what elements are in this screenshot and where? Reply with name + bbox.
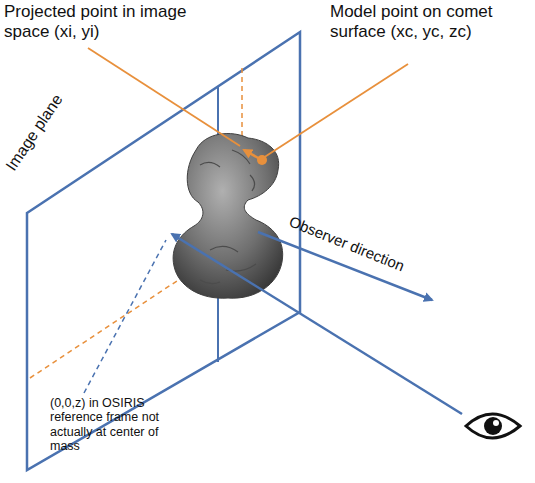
direction-label: Observer direction [287, 213, 407, 275]
note-label: (0,0,z) in OSIRIS reference frame not ac… [50, 396, 178, 454]
model-leader [263, 64, 408, 158]
model-point [257, 155, 267, 165]
comet-model [173, 134, 283, 299]
view-line [172, 234, 462, 414]
origin-leader [84, 240, 166, 393]
eye-icon [466, 414, 520, 438]
callout-label: Projected point in image space (xi, yi) [4, 2, 204, 41]
projected-leader [88, 48, 240, 146]
image-plane [27, 32, 300, 470]
callout-label: Model point on comet surface (xc, yc, zc… [330, 2, 530, 41]
plane-label: Image plane [2, 91, 66, 174]
